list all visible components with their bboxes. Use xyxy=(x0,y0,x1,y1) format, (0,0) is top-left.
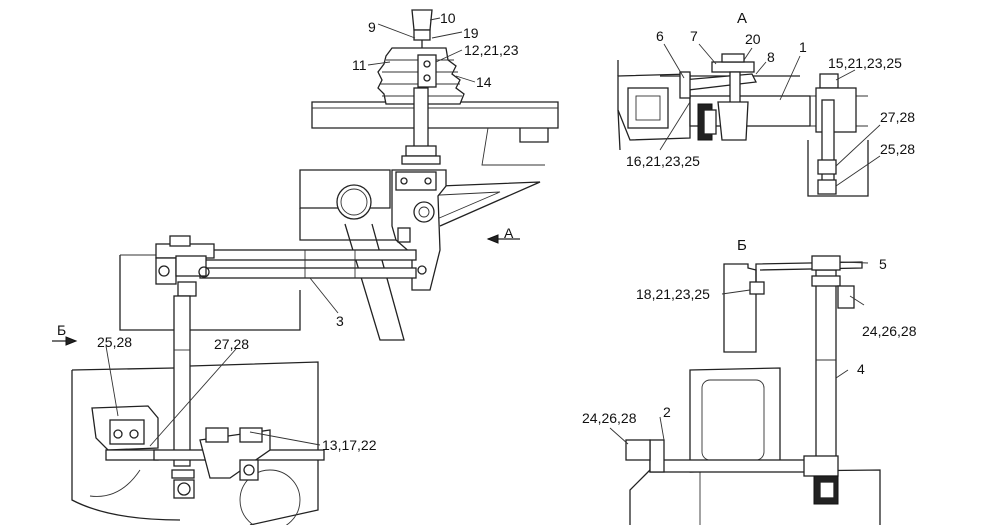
label-13-17-22: 13,17,22 xyxy=(322,437,377,453)
rod-lower xyxy=(199,267,417,279)
rod-upper xyxy=(199,249,417,261)
label-10: 10 xyxy=(440,10,456,26)
main-leaders xyxy=(105,17,476,447)
label-9: 9 xyxy=(368,19,376,35)
vertical-rod xyxy=(173,295,191,467)
label-5: 5 xyxy=(879,256,887,272)
view-a-label-27-28: 27,28 xyxy=(880,109,915,125)
view-arrow-a xyxy=(486,234,520,244)
label-2: 2 xyxy=(663,404,671,420)
view-a-label-25-28: 25,28 xyxy=(880,141,915,157)
arrow-a-label: А xyxy=(504,225,514,241)
label-16-21-23-25: 16,21,23,25 xyxy=(626,153,700,169)
label-6: 6 xyxy=(656,28,664,44)
view-b-bracket xyxy=(723,263,757,353)
floor-bracket xyxy=(519,128,549,143)
clamp-plate xyxy=(417,54,437,88)
view-b-leaders xyxy=(609,261,869,445)
label-12-21-23: 12,21,23 xyxy=(464,42,519,58)
frame-beam xyxy=(299,169,391,209)
tube-section xyxy=(336,184,372,220)
arrow-b-label: Б xyxy=(57,322,66,338)
label-18-21-23-25: 18,21,23,25 xyxy=(636,286,710,302)
support-strut xyxy=(344,223,405,341)
label-4: 4 xyxy=(857,361,865,377)
label-14: 14 xyxy=(476,74,492,90)
label-8: 8 xyxy=(767,49,775,65)
view-a xyxy=(617,43,881,197)
view-a-bracket xyxy=(617,73,691,141)
selector-housing xyxy=(391,169,447,291)
label-11: 11 xyxy=(352,57,367,73)
view-b-label-24-26-28-top: 24,26,28 xyxy=(862,323,917,339)
lever-rod xyxy=(413,87,429,149)
main-view xyxy=(52,9,559,525)
label-3: 3 xyxy=(336,313,344,329)
floor-panel xyxy=(311,101,559,129)
label-15-21-23-25: 15,21,23,25 xyxy=(828,55,902,71)
view-b-title: Б xyxy=(737,237,747,254)
lever-knob xyxy=(411,9,433,31)
view-b xyxy=(609,255,881,525)
lower-housing-left xyxy=(71,370,181,521)
label-19: 19 xyxy=(463,25,479,41)
view-b-label-24-26-28-left: 24,26,28 xyxy=(582,410,637,426)
view-a-title: А xyxy=(737,10,747,27)
panel-outline xyxy=(119,255,301,331)
view-a-leaders xyxy=(659,43,881,187)
label-25-28: 25,28 xyxy=(97,334,132,350)
label-27-28: 27,28 xyxy=(214,336,249,352)
label-7: 7 xyxy=(690,28,698,44)
view-arrow-b xyxy=(52,336,78,346)
label-1: 1 xyxy=(799,39,807,55)
view-b-rod xyxy=(815,269,837,461)
label-20: 20 xyxy=(745,31,761,47)
